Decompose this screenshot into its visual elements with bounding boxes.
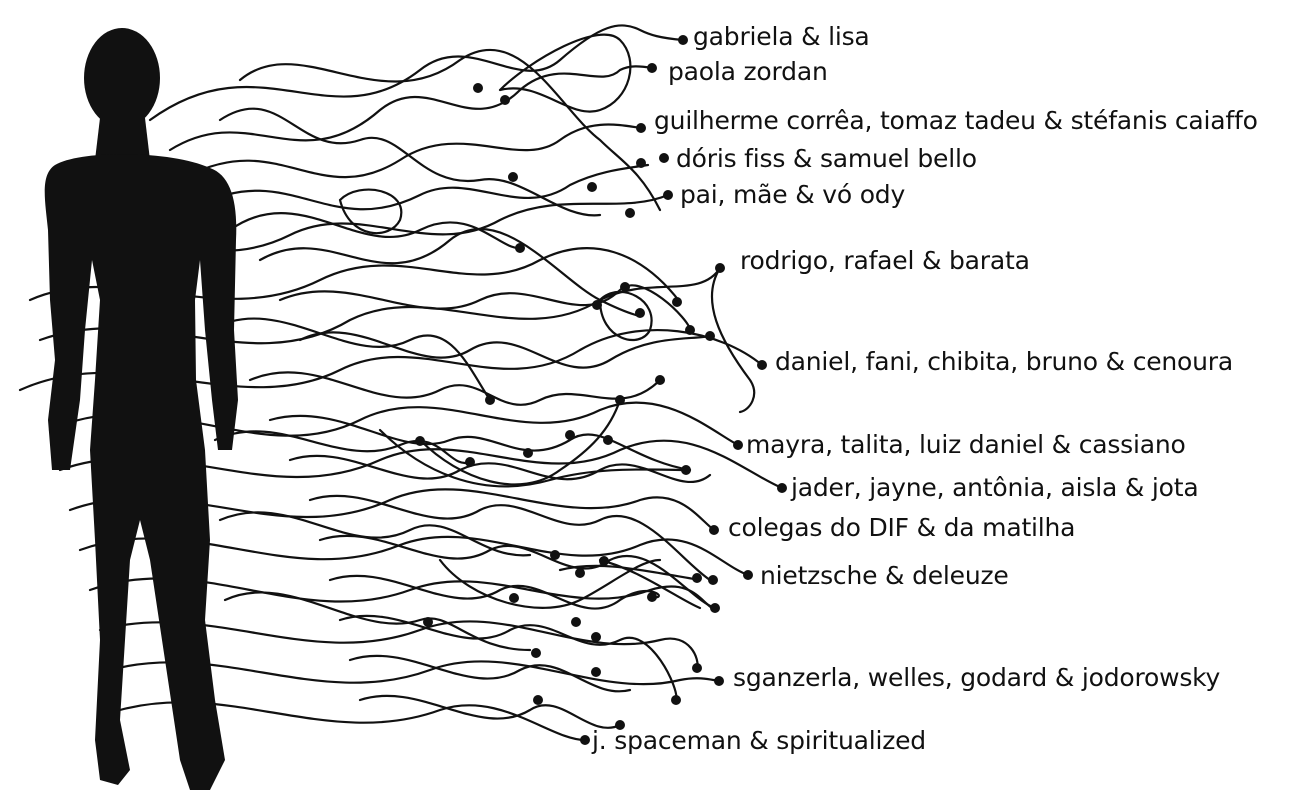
human-silhouette-icon (45, 28, 238, 790)
label-jader-jayne-antonia: jader, jayne, antônia, aisla & jota (791, 473, 1198, 503)
dot-icon (671, 695, 681, 705)
thread (220, 512, 530, 555)
label-colegas-dif: colegas do DIF & da matilha (728, 513, 1075, 543)
dot-icon (743, 570, 753, 580)
dot-icon (733, 440, 743, 450)
dot-icon (599, 556, 609, 566)
dot-icon (591, 632, 601, 642)
dot-icon (672, 297, 682, 307)
thread (150, 25, 683, 120)
thread (250, 372, 660, 404)
dot-icon (508, 172, 518, 182)
dot-icon (710, 603, 720, 613)
dot-icon (625, 208, 635, 218)
dot-icon (663, 190, 673, 200)
dot-icon (423, 617, 433, 627)
dot-icon (678, 35, 688, 45)
dot-icon (655, 375, 665, 385)
dot-icon (465, 457, 475, 467)
dot-icon (500, 95, 510, 105)
label-gabriela-lisa: gabriela & lisa (693, 22, 870, 52)
dot-icon (685, 325, 695, 335)
label-sganzerla-welles: sganzerla, welles, godard & jodorowsky (733, 663, 1220, 693)
dot-icon (515, 243, 525, 253)
thread (340, 616, 676, 700)
dot-icon (531, 648, 541, 658)
dot-icon (485, 395, 495, 405)
dot-icon (580, 735, 590, 745)
thread (360, 696, 620, 728)
dot-icon (550, 550, 560, 560)
dot-icon (681, 465, 691, 475)
dot-icon (575, 568, 585, 578)
label-pai-mae-vo: pai, mãe & vó ody (680, 180, 905, 210)
dot-icon (715, 263, 725, 273)
dot-icon (708, 575, 718, 585)
dot-icon (647, 63, 657, 73)
dot-icon (659, 153, 669, 163)
dot-icon (533, 695, 543, 705)
label-spaceman-spiritualized: j. spaceman & spiritualized (592, 726, 926, 756)
thread (330, 576, 659, 609)
dot-icon (523, 448, 533, 458)
dot-icon (571, 617, 581, 627)
dot-icon (603, 435, 613, 445)
label-nietzsche-deleuze: nietzsche & deleuze (760, 561, 1009, 591)
dot-icon (636, 158, 646, 168)
dot-icon (709, 525, 719, 535)
dot-icon (692, 573, 702, 583)
dot-icon (777, 483, 787, 493)
dot-icon (592, 300, 602, 310)
dot-icon (415, 436, 425, 446)
dot-icon (587, 182, 597, 192)
dot-icon (714, 676, 724, 686)
label-daniel-fani-chibita: daniel, fani, chibita, bruno & cenoura (775, 347, 1233, 377)
dot-icon (473, 83, 483, 93)
label-doris-samuel: dóris fiss & samuel bello (676, 144, 977, 174)
dot-icon (705, 331, 715, 341)
label-paola-zordan: paola zordan (668, 57, 828, 87)
dot-icon (565, 430, 575, 440)
dot-icon (636, 123, 646, 133)
dot-icon (757, 360, 767, 370)
dot-icon (692, 663, 702, 673)
label-guilherme-tomaz-stefanis: guilherme corrêa, tomaz tadeu & stéfanis… (654, 106, 1258, 136)
dot-icon (591, 667, 601, 677)
dot-icon (647, 592, 657, 602)
thread (200, 165, 648, 209)
thread (270, 416, 690, 470)
thread (190, 125, 641, 178)
dot-icon (635, 308, 645, 318)
dot-icon (620, 282, 630, 292)
label-mayra-talita-luiz: mayra, talita, luiz daniel & cassiano (746, 430, 1186, 460)
dot-icon (509, 593, 519, 603)
label-rodrigo-rafael-barata: rodrigo, rafael & barata (740, 246, 1030, 276)
dot-icon (615, 395, 625, 405)
